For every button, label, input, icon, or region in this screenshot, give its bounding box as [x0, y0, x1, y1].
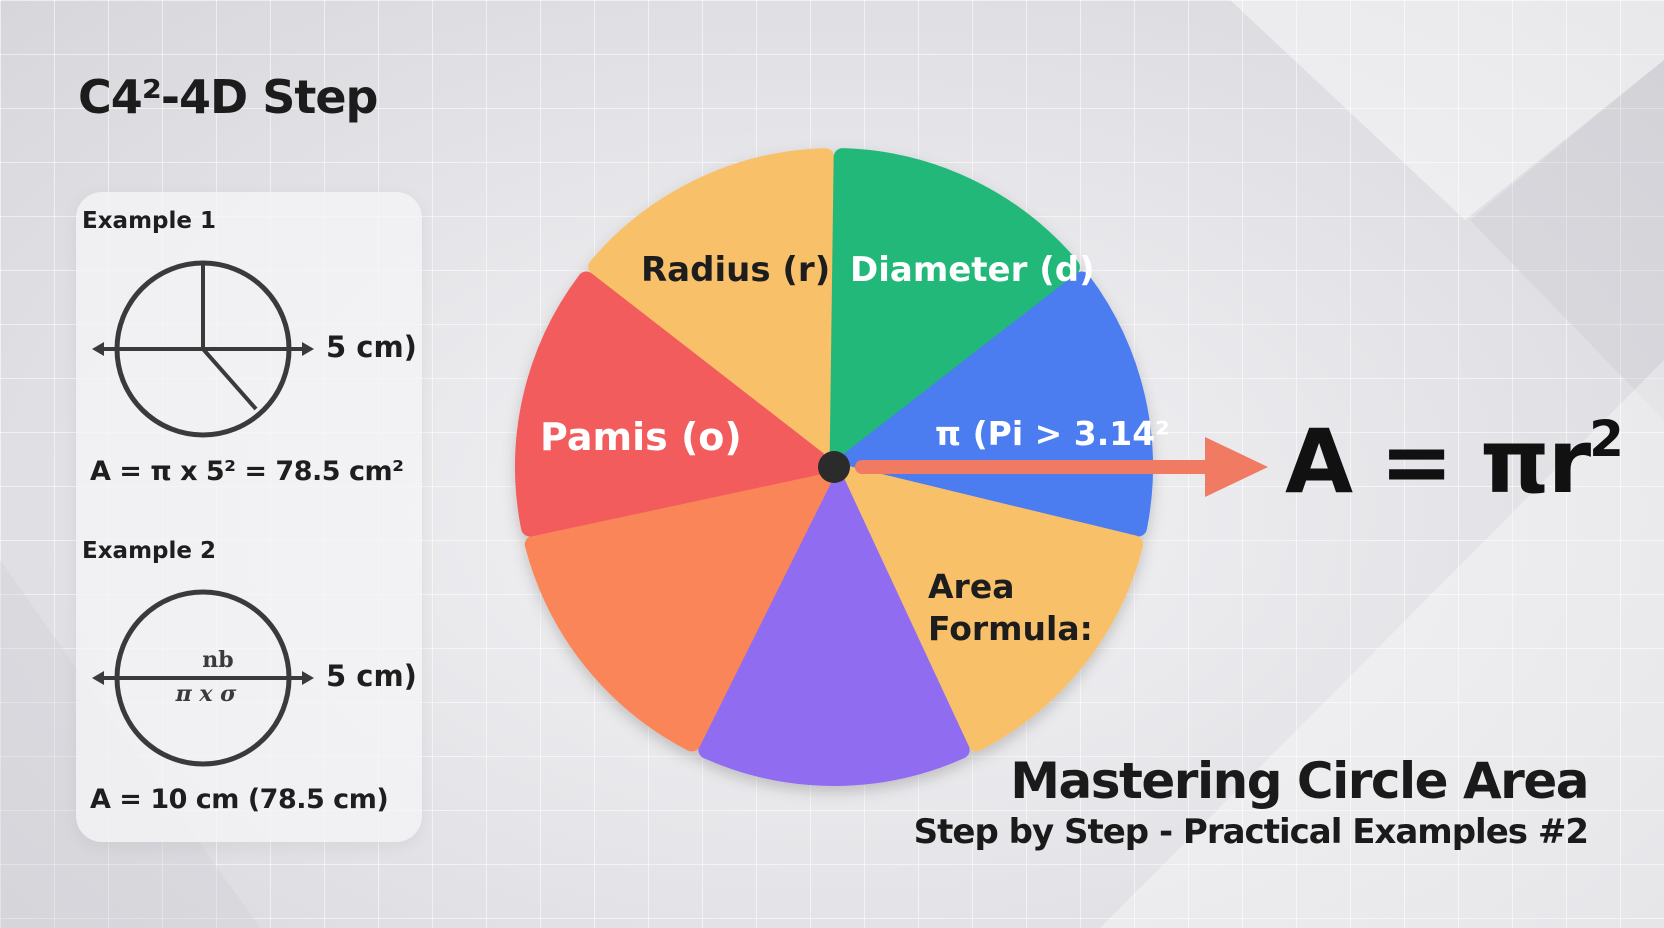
example-1-label: Example 1 — [82, 208, 216, 234]
pie-segment-diameter — [829, 148, 1080, 465]
example-2-circle-diagram: nb π x σ — [92, 589, 314, 767]
segment-label-diameter: Diameter (d) — [850, 250, 1095, 290]
segment-label-area-formula: Area Formula: — [928, 567, 1093, 648]
area-formula-main: A = πr — [1285, 410, 1591, 513]
pie-segment-area-formula — [834, 465, 1144, 752]
example-1-circle-diagram — [92, 260, 314, 438]
segment-label-radius: Radius (r) — [641, 250, 831, 290]
page-title: C4²-4D Step — [78, 70, 378, 124]
segment-label-pamis: Pamis (o) — [540, 415, 742, 459]
area-formula: A = πr2 — [1285, 409, 1624, 513]
pie-arrow — [855, 437, 1268, 497]
area-formula-exponent: 2 — [1589, 409, 1624, 468]
example-2-inner-bottom: π x σ — [175, 681, 238, 707]
pie-center-dot — [818, 451, 850, 483]
example-2-label: Example 2 — [82, 538, 216, 564]
pie-segment-radius — [588, 148, 839, 465]
example-1-formula: A = π x 5² = 78.5 cm² — [90, 456, 404, 487]
footer-title: Mastering Circle Area — [1010, 752, 1589, 810]
footer-subtitle: Step by Step - Practical Examples #2 — [913, 812, 1589, 852]
pie-segment-pamis — [515, 271, 830, 537]
example-2-formula: A = 10 cm (78.5 cm) — [90, 784, 389, 815]
pie-segment-orange — [524, 465, 834, 752]
example-2-unit: 5 cm) — [326, 659, 417, 693]
example-2-inner-top: nb — [202, 647, 233, 673]
example-1-unit: 5 cm) — [326, 330, 417, 364]
segment-label-pi: π (Pi > 3.14² — [935, 414, 1170, 453]
pie-segment-purple — [698, 471, 970, 786]
